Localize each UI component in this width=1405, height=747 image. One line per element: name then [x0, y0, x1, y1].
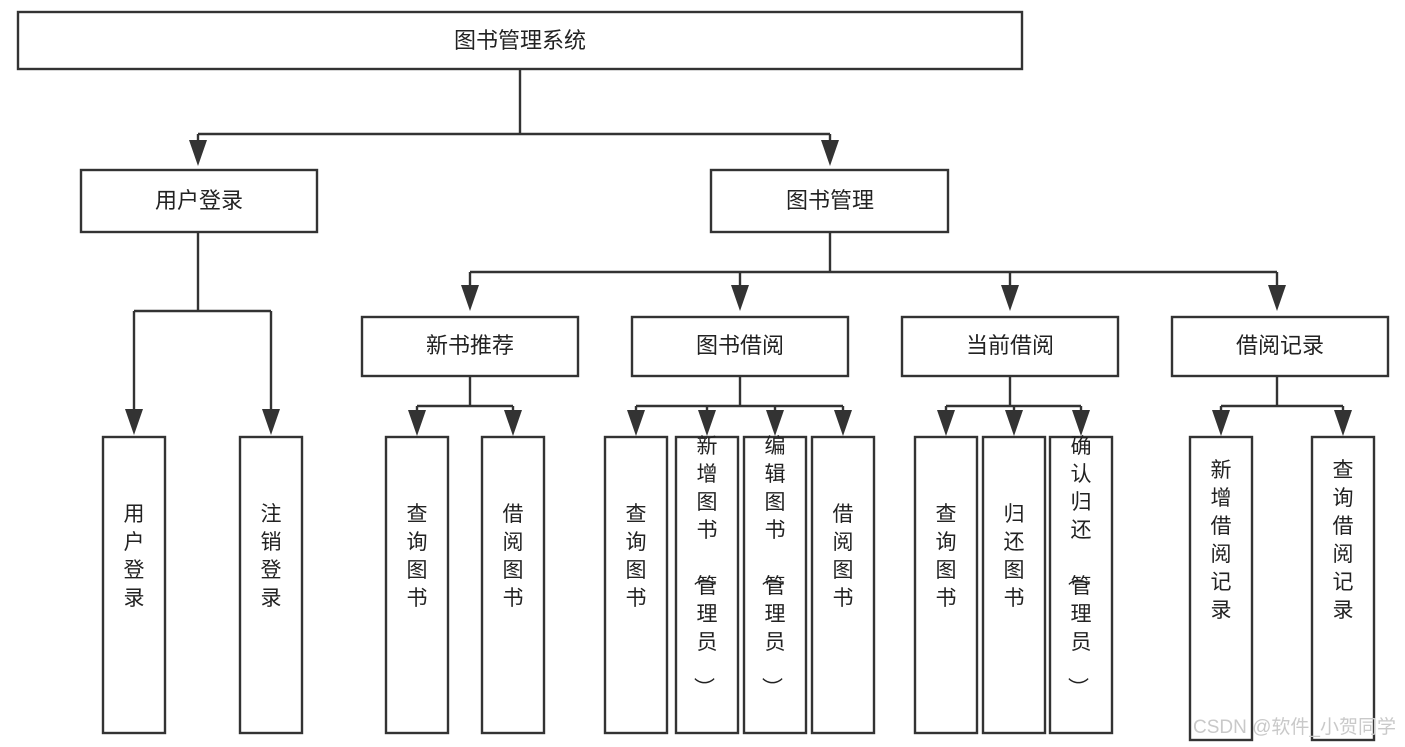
leaf-user-login-0[interactable]: 用户登录	[101, 435, 167, 735]
node-root-system[interactable]: 图书管理系统	[16, 10, 1024, 71]
node-user-login[interactable]: 用户登录	[79, 168, 319, 234]
leaf-user-login-1-label: 注销登录	[261, 503, 282, 610]
node-new-book-recommend-label: 新书推荐	[426, 333, 514, 358]
leaf-new-book-0[interactable]: 查询图书	[384, 435, 450, 735]
connector-borrow-record-to-leaves	[1212, 376, 1352, 436]
node-current-borrow[interactable]: 当前借阅	[900, 315, 1120, 378]
leaf-current-borrow-1-label: 归还图书	[1004, 503, 1025, 610]
leaf-current-borrow-0[interactable]: 查询图书	[913, 435, 979, 735]
node-borrow-record[interactable]: 借阅记录	[1170, 315, 1390, 378]
csdn-watermark: CSDN @软件_小贺同学	[1193, 716, 1396, 738]
leaf-new-book-1[interactable]: 借阅图书	[480, 435, 546, 735]
node-root-system-label: 图书管理系统	[454, 28, 586, 53]
node-new-book-recommend[interactable]: 新书推荐	[360, 315, 580, 378]
connector-book-borrow-to-leaves	[627, 376, 852, 436]
connector-user-login-to-leaves	[125, 233, 280, 435]
connector-root-to-level2	[189, 69, 839, 166]
node-user-login-label: 用户登录	[155, 188, 243, 213]
leaf-borrow-record-1-label: 查询借阅记录	[1333, 459, 1354, 622]
leaf-borrow-record-1[interactable]: 查询借阅记录	[1310, 435, 1376, 742]
connector-current-borrow-to-leaves	[937, 376, 1090, 436]
leaf-book-borrow-3-label: 借阅图书	[833, 503, 854, 610]
leaf-current-borrow-2[interactable]: 确认归还（管理员）	[1048, 435, 1114, 735]
leaf-book-borrow-0-label: 查询图书	[626, 503, 647, 610]
leaf-current-borrow-1[interactable]: 归还图书	[981, 435, 1047, 735]
leaf-book-borrow-3[interactable]: 借阅图书	[810, 435, 876, 735]
leaf-current-borrow-0-label: 查询图书	[936, 503, 957, 610]
leaf-new-book-0-label: 查询图书	[407, 503, 428, 610]
leaf-book-borrow-1-label: 新增图书（管理员）	[692, 435, 718, 698]
leaf-new-book-1-label: 借阅图书	[503, 503, 524, 610]
node-book-manage[interactable]: 图书管理	[709, 168, 950, 234]
leaf-book-borrow-1[interactable]: 新增图书（管理员）	[674, 435, 740, 735]
leaf-book-borrow-2[interactable]: 编辑图书（管理员）	[742, 435, 808, 735]
connector-new-book-to-leaves	[408, 376, 522, 436]
leaf-borrow-record-0[interactable]: 新增借阅记录	[1188, 435, 1254, 742]
node-book-borrow-label: 图书借阅	[696, 333, 784, 358]
leaf-user-login-0-label: 用户登录	[124, 503, 145, 610]
leaf-user-login-1[interactable]: 注销登录	[238, 435, 304, 735]
leaf-current-borrow-2-label: 确认归还（管理员）	[1066, 435, 1092, 698]
node-book-borrow[interactable]: 图书借阅	[630, 315, 850, 378]
node-book-manage-label: 图书管理	[786, 188, 874, 213]
leaf-borrow-record-0-label: 新增借阅记录	[1211, 459, 1232, 622]
leaf-book-borrow-2-label: 编辑图书（管理员）	[760, 435, 786, 698]
node-borrow-record-label: 借阅记录	[1236, 333, 1324, 358]
node-current-borrow-label: 当前借阅	[966, 333, 1054, 358]
leaf-book-borrow-0[interactable]: 查询图书	[603, 435, 669, 735]
connector-book-manage-to-level3	[461, 233, 1286, 311]
